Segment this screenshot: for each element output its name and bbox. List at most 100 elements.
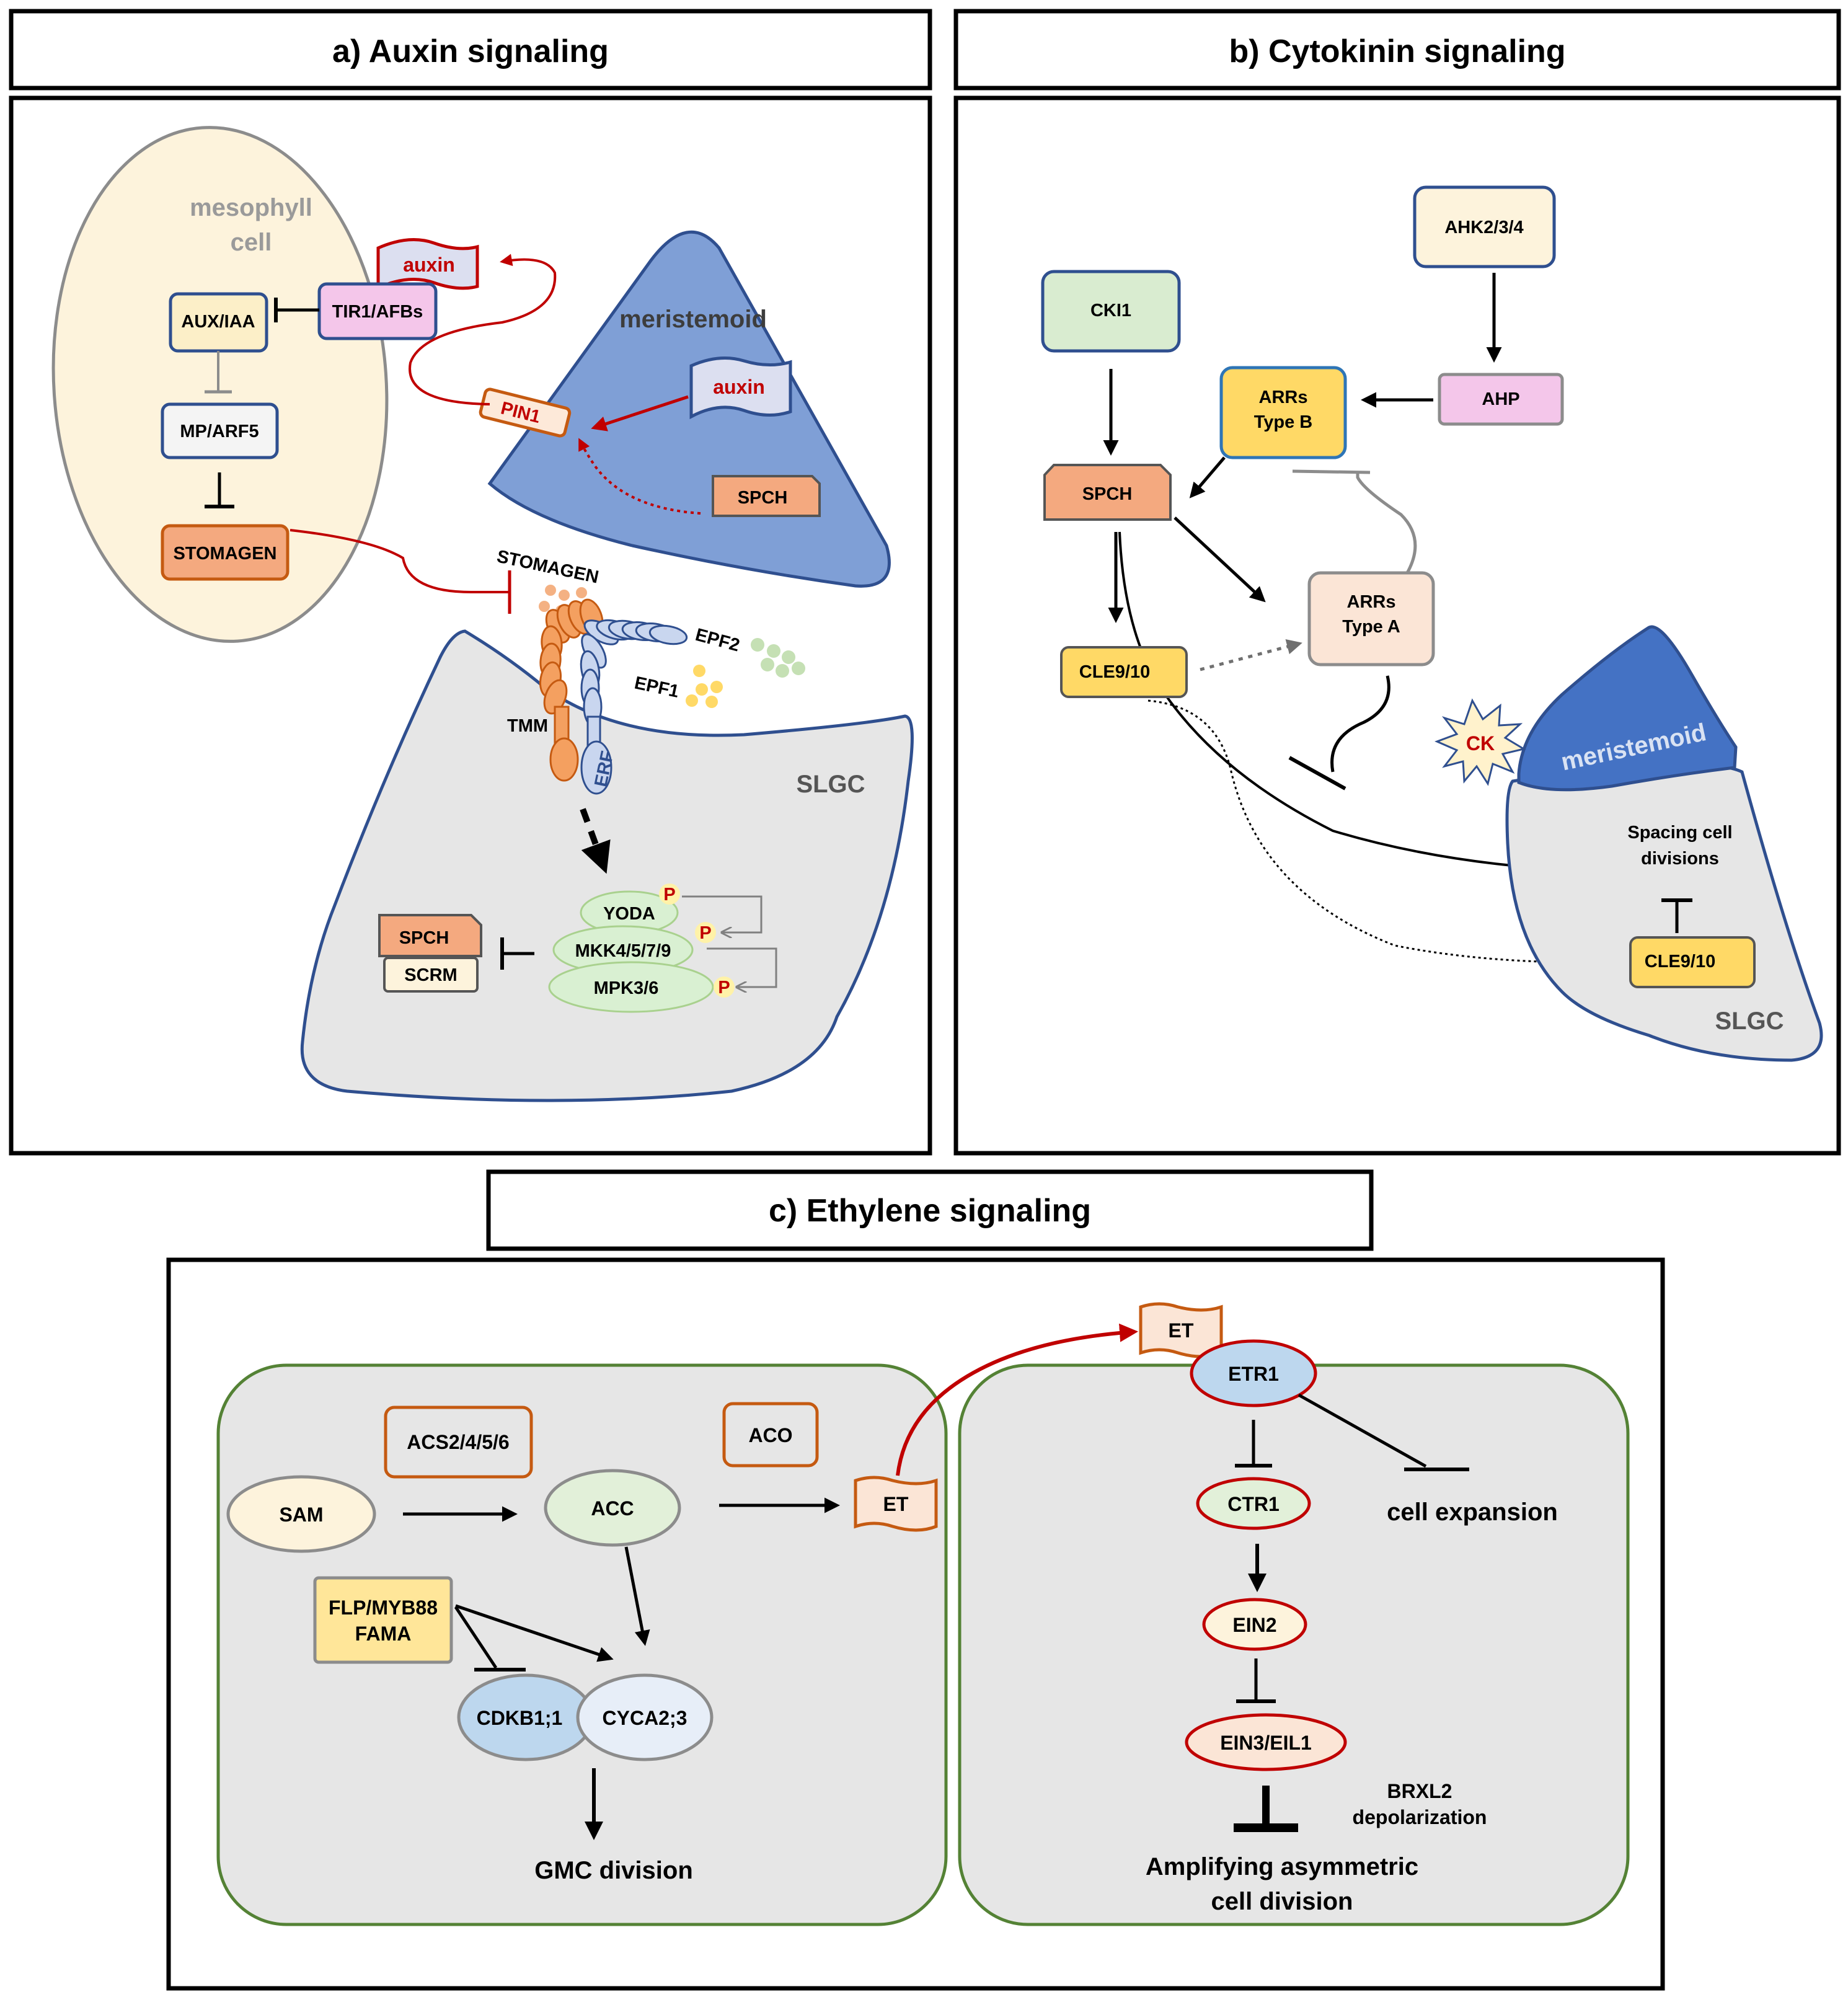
- ein3-ellipse: [1185, 1713, 1347, 1771]
- cdkb-label: CDKB1;1: [477, 1707, 563, 1729]
- phospho-1: [659, 883, 680, 905]
- acs-box: [384, 1406, 533, 1479]
- spacing-label-2: divisions: [1641, 849, 1719, 869]
- amplifying-label-1: Amplifying asymmetric: [1146, 1853, 1418, 1880]
- spch-cyto-box: [1043, 464, 1172, 521]
- phospho-3-label: P: [718, 978, 730, 998]
- sam-ellipse: [226, 1475, 376, 1553]
- sam-label: SAM: [279, 1503, 323, 1526]
- spch-meristemoid-label: SPCH: [738, 488, 788, 508]
- cki1-label: CKI1: [1090, 301, 1131, 321]
- spacing-label-1: Spacing cell: [1627, 823, 1732, 843]
- ahk-label: AHK2/3/4: [1444, 218, 1523, 237]
- panel-b: b) Cytokinin signaling AHK2/3/4 AHP ARRs…: [953, 9, 1841, 1156]
- et-left-flag: [854, 1476, 938, 1532]
- erf-receptor: [580, 619, 688, 795]
- ck-label: CK: [1466, 732, 1495, 755]
- mp-arf5-box: [161, 402, 279, 459]
- stomagen-box-label: STOMAGEN: [173, 544, 276, 564]
- cyca-ellipse: [576, 1673, 714, 1761]
- et-top-label: ET: [1169, 1319, 1194, 1342]
- acc-label: ACC: [591, 1497, 634, 1520]
- scrm-box: [383, 957, 479, 993]
- arrs-type-b-box: [1219, 366, 1347, 459]
- mpk-ellipse: [548, 961, 714, 1013]
- brxl2-label-2: depolarization: [1353, 1806, 1487, 1828]
- cki1-box: [1041, 270, 1181, 353]
- ck-starburst: [1435, 698, 1526, 786]
- flp-label-1: FLP/MYB88: [329, 1596, 438, 1619]
- arrs-b-label-2: Type B: [1254, 412, 1313, 432]
- mp-arf5-label: MP/ARF5: [180, 422, 259, 441]
- ein2-label: EIN2: [1232, 1614, 1276, 1636]
- mesophyll-label-2: cell: [231, 229, 272, 256]
- phospho-1-label: P: [663, 885, 675, 905]
- aco-label: ACO: [748, 1424, 792, 1446]
- tmm-label: TMM: [507, 716, 548, 736]
- mesophyll-cell: [51, 126, 389, 643]
- auxin-top-label: auxin: [403, 254, 455, 276]
- tir1-afbs-label: TIR1/AFBs: [332, 302, 423, 322]
- tmm-receptor: [539, 598, 604, 782]
- cle-bottom-label: CLE9/10: [1645, 952, 1715, 972]
- aux-iaa-label: AUX/IAA: [181, 312, 255, 332]
- ahp-box: [1438, 373, 1564, 426]
- mkk-label: MKK4/5/7/9: [575, 941, 671, 961]
- et-left-label: ET: [883, 1493, 909, 1515]
- spch-cyto-label: SPCH: [1082, 484, 1133, 504]
- cle-top-box: [1060, 646, 1188, 698]
- ein3-label: EIN3/EIL1: [1220, 1732, 1312, 1754]
- epf2-peptides: [751, 638, 805, 678]
- acc-ellipse: [544, 1469, 681, 1547]
- panel-a-title-box: [9, 9, 932, 91]
- amplifying-label-2: cell division: [1211, 1888, 1353, 1915]
- mesophyll-label-1: mesophyll: [190, 194, 312, 221]
- flp-box: [313, 1576, 453, 1664]
- auxin-flag-meristemoid: [689, 356, 792, 420]
- acs-label: ACS2/4/5/6: [407, 1431, 509, 1453]
- cle-bottom-box: [1629, 936, 1756, 988]
- spch-meristemoid-box: [712, 475, 821, 517]
- ein2-ellipse: [1202, 1598, 1307, 1651]
- gmc-division-label: GMC division: [534, 1857, 693, 1884]
- etr1-ellipse: [1190, 1339, 1317, 1407]
- cyca-label: CYCA2;3: [603, 1707, 687, 1729]
- yoda-label: YODA: [603, 904, 655, 924]
- ahk-box: [1413, 185, 1556, 268]
- arrs-a-label-2: Type A: [1342, 617, 1400, 637]
- ctr1-ellipse: [1196, 1477, 1311, 1530]
- pin1-box: [479, 387, 572, 438]
- spch-slgc-label: SPCH: [399, 928, 449, 948]
- meristemoid-label: meristemoid: [619, 306, 767, 333]
- stomagen-box: [161, 524, 290, 581]
- panel-a: a) Auxin signaling mesophyll cell merist…: [9, 9, 932, 1156]
- panel-b-title: b) Cytokinin signaling: [1229, 33, 1565, 69]
- flp-label-2: FAMA: [355, 1623, 412, 1645]
- panel-c-title: c) Ethylene signaling: [769, 1193, 1091, 1229]
- etr1-label: ETR1: [1228, 1363, 1279, 1385]
- panel-a-title: a) Auxin signaling: [332, 33, 609, 69]
- brxl2-label-1: BRXL2: [1387, 1780, 1452, 1802]
- phospho-3: [714, 976, 735, 998]
- aco-box: [722, 1402, 819, 1468]
- phospho-2: [695, 922, 716, 943]
- arrs-b-label-1: ARRs: [1259, 387, 1308, 407]
- arrs-a-label-1: ARRs: [1347, 592, 1396, 612]
- auxin-mer-label: auxin: [713, 376, 765, 398]
- arrs-type-a-box: [1307, 571, 1435, 666]
- mpk-label: MPK3/6: [594, 978, 659, 998]
- panel-b-title-box: [953, 9, 1841, 91]
- auxin-flag-top: [376, 238, 479, 290]
- ahp-label: AHP: [1482, 389, 1519, 409]
- scrm-label: SCRM: [404, 965, 457, 985]
- ctr1-label: CTR1: [1227, 1493, 1280, 1515]
- meristemoid-cell-b: [1517, 625, 1738, 792]
- phospho-2-label: P: [699, 923, 711, 943]
- cell-expansion-label: cell expansion: [1387, 1499, 1558, 1526]
- cle-top-label: CLE9/10: [1079, 662, 1150, 682]
- slgc-label-b: SLGC: [1715, 1007, 1784, 1035]
- panel-c: c) Ethylene signaling ACS2/4/5/6 ACO SAM…: [166, 1169, 1665, 1991]
- panel-c-title-box: [486, 1169, 1374, 1251]
- spch-slgc-box: [378, 914, 482, 957]
